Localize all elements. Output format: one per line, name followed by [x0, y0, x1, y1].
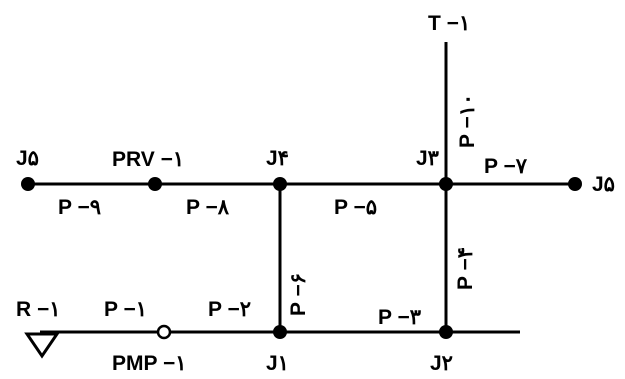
pipe-p2-label: P −٢	[208, 298, 251, 321]
pipe-p10-label: P −١٠	[456, 94, 479, 148]
junction-j3-label: J۳	[416, 147, 440, 170]
junction-j1-label: J١	[266, 352, 289, 375]
reservoir-symbol	[24, 332, 60, 359]
pump-pmp1-label: PMP −١	[112, 352, 187, 375]
pipe-p9-label: P −٩	[58, 196, 101, 219]
junction-j3-dot	[439, 177, 453, 191]
pipe-p6-label: P −۶	[287, 273, 310, 316]
pipe-p3-label: P −٣	[378, 306, 422, 329]
pump-symbol	[156, 324, 172, 340]
pipe-p4-label: P −۴	[454, 247, 477, 290]
junction-j2-dot	[439, 325, 453, 339]
junction-j5-right-label: J۵	[592, 173, 615, 196]
junction-j4-dot	[273, 177, 287, 191]
prv-dot	[148, 177, 162, 191]
pipe-p5-label: P −۵	[334, 196, 377, 219]
junction-j5-left-label: J۵	[16, 147, 39, 170]
reservoir-r1-label: R −١	[16, 298, 61, 321]
pipe-p7-label: P −٧	[484, 155, 528, 178]
junction-j5-left-dot	[21, 177, 35, 191]
prv1-label: PRV −١	[112, 148, 184, 171]
junction-j4-label: J۴	[266, 147, 289, 170]
junction-j5-right-dot	[568, 177, 582, 191]
junction-j2-label: J۲	[430, 352, 453, 375]
junction-j1-dot	[273, 325, 287, 339]
tank-t1-label: T −١	[428, 12, 470, 35]
pipe-p8-label: P −٨	[186, 196, 230, 219]
pump-p1-top-label: P −١	[104, 298, 147, 321]
